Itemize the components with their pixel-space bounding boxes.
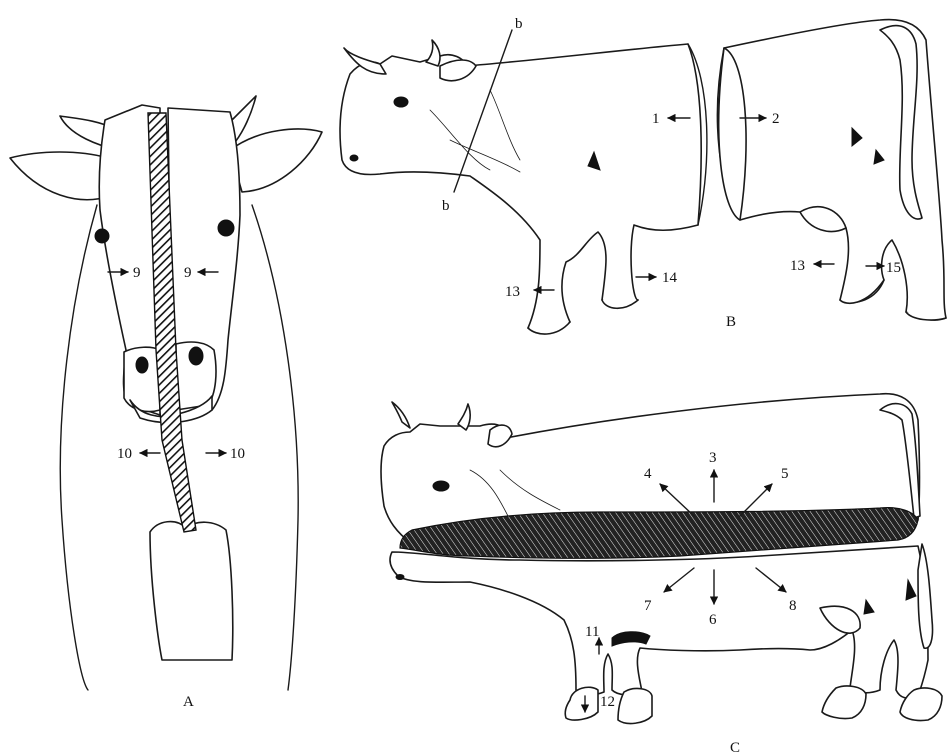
label-2: 2 — [772, 111, 780, 127]
panel-c-tail-lower — [918, 544, 933, 648]
label-5: 5 — [781, 466, 789, 482]
panel-c-eye — [433, 481, 449, 491]
panel-a-right-ear — [230, 129, 322, 192]
label-9-left: 9 — [133, 265, 141, 281]
panel-c-horn-right — [458, 404, 470, 430]
label-4: 4 — [644, 466, 652, 482]
caption-c: C — [730, 740, 740, 755]
label-12: 12 — [600, 694, 615, 710]
label-1: 1 — [652, 111, 660, 127]
label-7: 7 — [644, 598, 652, 614]
panel-b-nostril — [350, 155, 358, 161]
label-b-bottom: b — [442, 198, 450, 214]
label-9-right: 9 — [184, 265, 192, 281]
panel-b-front-hoof-2 — [602, 300, 638, 308]
label-11: 11 — [585, 624, 599, 640]
label-13-front: 13 — [505, 284, 520, 300]
panel-a-body-outline-left — [60, 205, 97, 690]
panel-c-hoof-2 — [618, 689, 652, 724]
panel-b-horn-right — [426, 40, 440, 66]
panel-a: 9 9 10 10 A — [10, 96, 322, 710]
panel-a-left-nostril — [136, 357, 148, 373]
panel-b-front-half — [340, 44, 701, 331]
panel-a-left-ear — [10, 152, 110, 200]
panel-a-right-nostril — [189, 347, 203, 365]
panel-c-hoof-1 — [565, 687, 598, 720]
label-10-left: 10 — [117, 446, 132, 462]
panel-c: 3 4 5 6 7 8 11 12 C — [381, 394, 942, 755]
label-15: 15 — [886, 260, 901, 276]
panel-a-left-eye — [95, 229, 109, 243]
caption-b: B — [726, 314, 736, 330]
label-b-top: b — [515, 16, 523, 32]
label-14: 14 — [662, 270, 678, 286]
label-13-hind: 13 — [790, 258, 805, 274]
caption-a: A — [183, 694, 194, 710]
label-10-right: 10 — [230, 446, 245, 462]
panel-b: b b 1 2 13 14 13 15 B — [340, 16, 946, 334]
panel-c-hoof-3 — [822, 686, 866, 719]
label-6: 6 — [709, 612, 717, 628]
label-3: 3 — [709, 450, 717, 466]
panel-b-eye — [394, 97, 408, 107]
panel-c-nostril — [396, 575, 404, 580]
panel-a-body-outline-right — [252, 205, 298, 690]
panel-a-chest-piece — [150, 522, 233, 660]
panel-a-right-eye — [218, 220, 234, 236]
panel-c-horn-left — [392, 402, 410, 428]
label-8: 8 — [789, 598, 797, 614]
